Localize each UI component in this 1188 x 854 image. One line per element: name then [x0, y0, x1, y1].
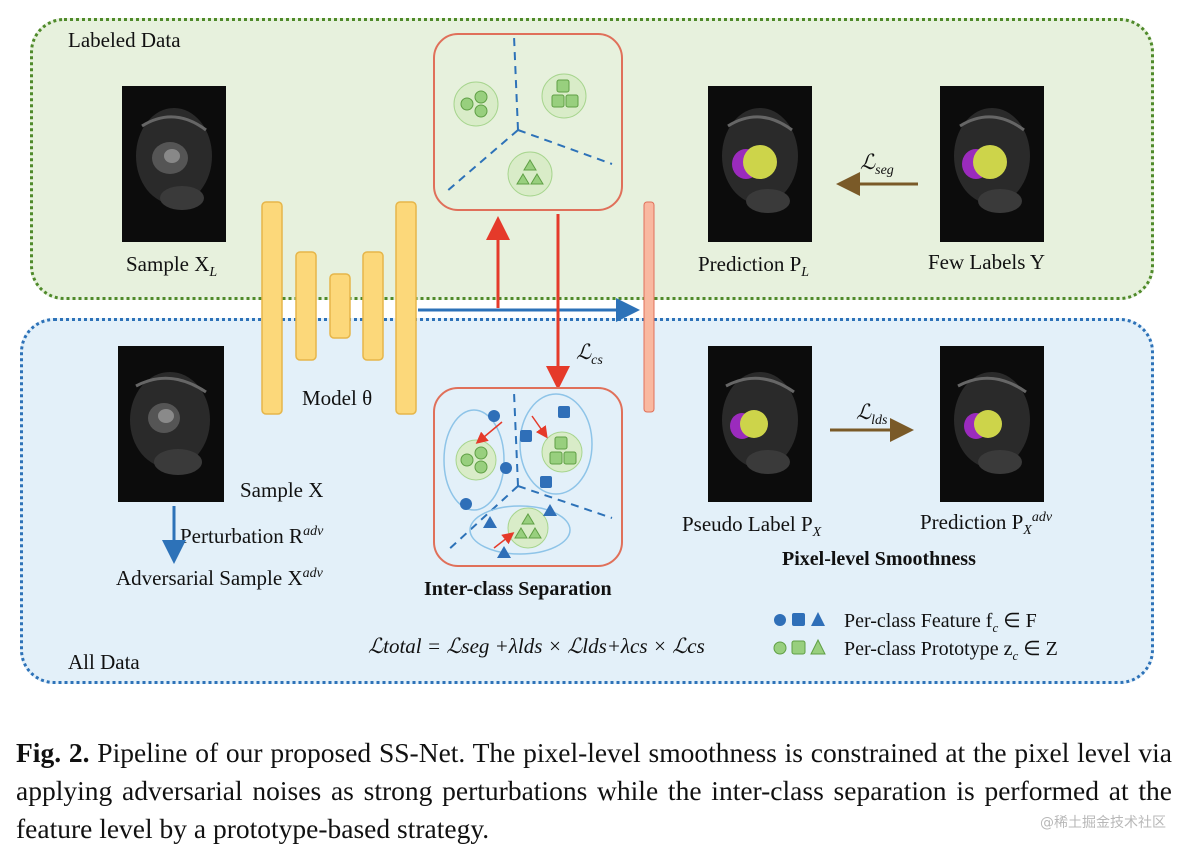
all-data-title: All Data [68, 650, 140, 674]
total-loss-formula: ℒtotal = ℒseg +λlds × ℒlds+λcs × ℒcs [368, 634, 705, 658]
mri-sample-xl [122, 86, 226, 242]
mri-few-labels [940, 86, 1044, 242]
labeled-data-title: Labeled Data [68, 28, 181, 52]
sample-x-label: Sample X [240, 478, 324, 502]
inter-class-separation-label: Inter-class Separation [424, 578, 612, 600]
pipeline-graphics [162, 33, 918, 655]
loss-seg-label: ℒseg [860, 150, 894, 179]
mri-prediction-pl [708, 86, 812, 242]
pseudo-label-label: Pseudo Label PX [682, 512, 822, 541]
mri-prediction-px [940, 346, 1044, 502]
mri-pseudo-label [708, 346, 812, 502]
legend-symbols [773, 612, 826, 655]
model-label: Model θ [302, 386, 373, 410]
perturbation-label: Perturbation Radv [180, 524, 324, 548]
pixel-level-smoothness-label: Pixel-level Smoothness [782, 548, 976, 570]
model-layer-1 [261, 201, 283, 415]
prediction-pl-label: Prediction PL [698, 252, 810, 281]
model-encoder-decoder [261, 201, 417, 415]
legend-feature: Per-class Feature fc ∈ F [844, 610, 1037, 635]
model-layer-4 [362, 251, 384, 361]
figure-caption: Fig. 2. Pipeline of our proposed SS-Net.… [16, 734, 1172, 848]
separation-box [433, 387, 623, 567]
model-layer-2 [295, 251, 317, 361]
mri-sample-x [118, 346, 224, 502]
loss-lds-label: ℒlds [856, 400, 888, 429]
loss-cs-label: ℒcs [576, 340, 603, 369]
prototype-box [433, 33, 623, 211]
watermark: @稀土掘金技术社区 [1040, 815, 1166, 831]
prediction-px-label: Prediction PXadv [920, 510, 1053, 539]
legend-prototype: Per-class Prototype zc ∈ Z [844, 638, 1058, 663]
adversarial-sample-label: Adversarial Sample Xadv [116, 566, 323, 590]
model-layer-5 [395, 201, 417, 415]
feature-bar [643, 201, 655, 413]
few-labels-label: Few Labels Y [928, 250, 1046, 274]
caption-label: Fig. 2. [16, 737, 90, 768]
caption-text: Pipeline of our proposed SS-Net. The pix… [16, 737, 1172, 844]
sample-xl-label: Sample XL [126, 252, 218, 281]
model-layer-3 [329, 273, 351, 339]
